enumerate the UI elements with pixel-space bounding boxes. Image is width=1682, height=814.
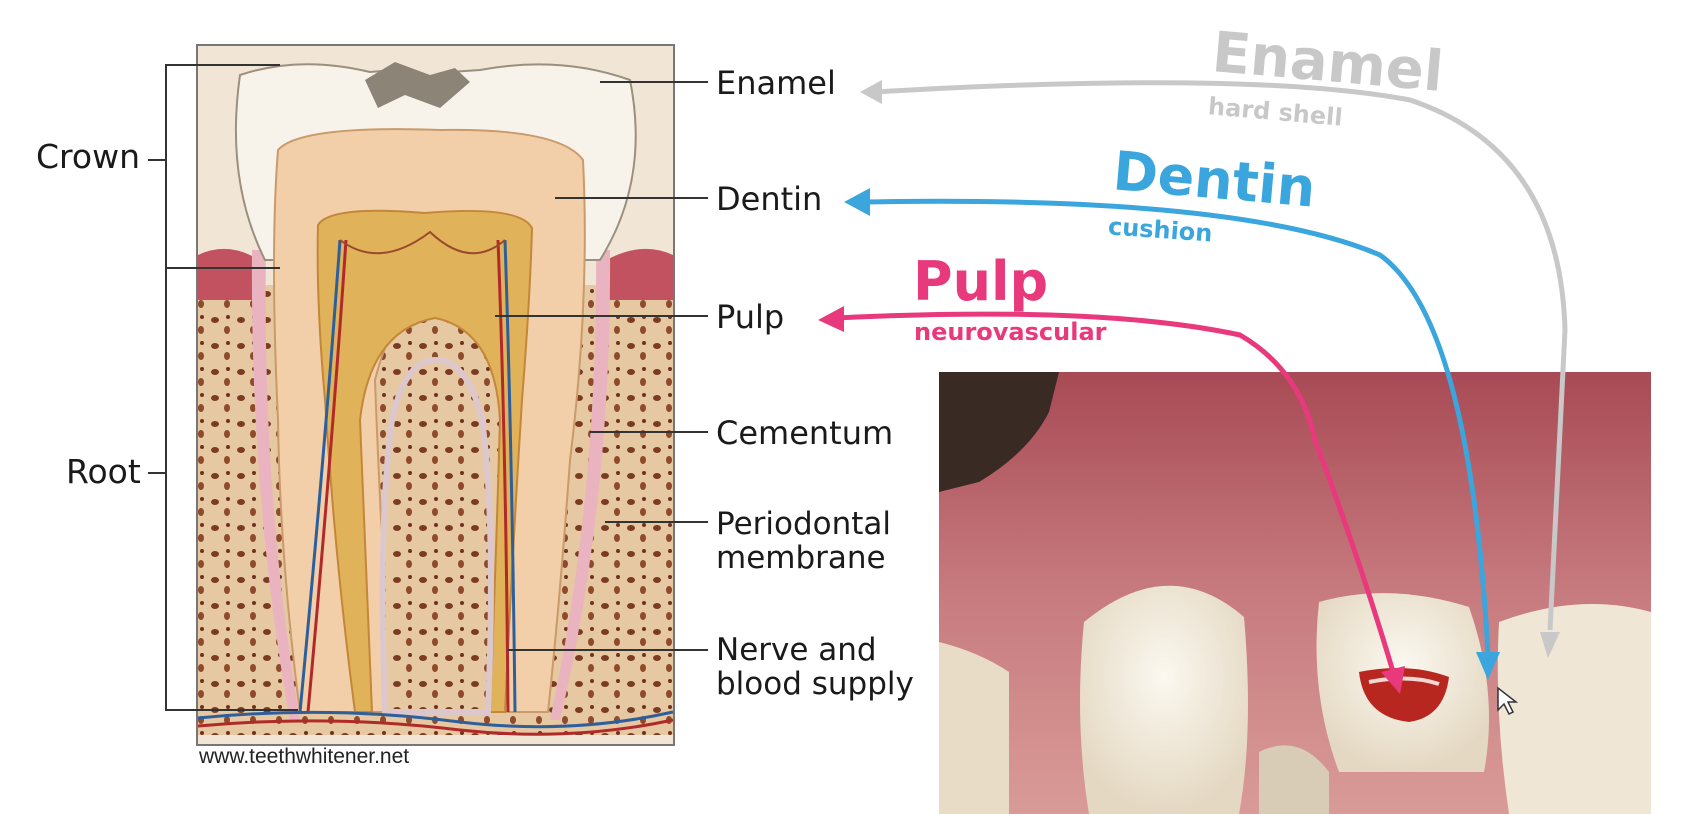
periodontal-label-line1: Periodontal bbox=[716, 506, 892, 542]
nerve-label-line1: Nerve and bbox=[716, 632, 877, 668]
chipped-tooth-photo bbox=[939, 372, 1651, 814]
cementum-label: Cementum bbox=[716, 414, 894, 452]
dentin-label: Dentin bbox=[716, 180, 823, 218]
enamel-label: Enamel bbox=[716, 64, 836, 102]
watermark: www.teethwhitener.net bbox=[199, 745, 410, 768]
pulp-annotation-title: Pulp bbox=[913, 250, 1049, 313]
nerve-label-line2: blood supply bbox=[716, 666, 914, 702]
root-label: Root bbox=[66, 452, 141, 491]
crown-label: Crown bbox=[36, 137, 140, 176]
pulp-annotation-subtitle: neurovascular bbox=[914, 318, 1107, 346]
pulp-label: Pulp bbox=[716, 298, 785, 336]
periodontal-label-line2: membrane bbox=[716, 540, 886, 576]
